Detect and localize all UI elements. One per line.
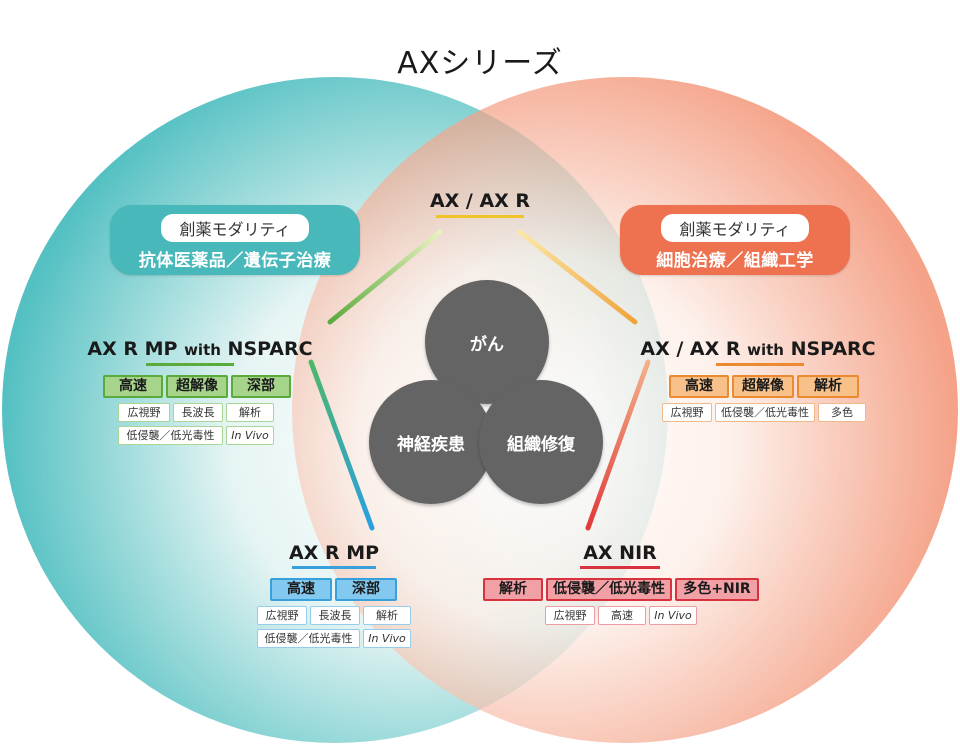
disease-neuro: 神経疾患 [369, 380, 493, 504]
tag-big: 深部 [335, 578, 397, 601]
node-bottom-left-label: AX R MP [288, 542, 380, 564]
node-bottom-right-label: AX NIR [583, 542, 657, 564]
node-right-label-end: NSPARC [783, 338, 876, 360]
tag-small: In Vivo [226, 426, 274, 445]
node-bottom-left-underline [292, 566, 376, 569]
disease-tissue-repair: 組織修復 [479, 380, 603, 504]
modality-right-sub: 細胞治療／組織工学 [656, 251, 814, 271]
tag-big: 解析 [797, 375, 859, 398]
tag-small: 高速 [598, 606, 646, 625]
pentagon-edges [308, 229, 651, 553]
tag-small: In Vivo [649, 606, 697, 625]
node-right-label: AX / AX R with NSPARC [640, 338, 875, 360]
tag-big: 高速 [669, 375, 729, 398]
node-right-label-with: with [747, 341, 784, 359]
tag-big: 低侵襲／低光毒性 [546, 578, 672, 601]
edge-top-right [517, 229, 638, 325]
modality-right-pill: 創薬モダリティ 細胞治療／組織工学 [620, 205, 850, 275]
tag-small: 長波長 [173, 403, 223, 422]
tag-big: 超解像 [166, 375, 228, 398]
modality-left-sub: 抗体医薬品／遺伝子治療 [138, 251, 332, 271]
node-top-underline [436, 215, 524, 218]
page-title: AXシリーズ [397, 46, 563, 81]
tag-small: 多色 [818, 403, 866, 422]
node-right-label-main: AX / AX R [640, 338, 748, 360]
tag-small: 低侵襲／低光毒性 [118, 426, 223, 445]
tag-small: 広視野 [118, 403, 170, 422]
node-top-label: AX / AX R [429, 190, 531, 212]
tag-small: 広視野 [662, 403, 712, 422]
tag-big: 超解像 [732, 375, 794, 398]
tag-big: 深部 [231, 375, 291, 398]
tag-big: 解析 [483, 578, 543, 601]
tag-small: 低侵襲／低光毒性 [257, 629, 360, 648]
node-left-label-main: AX R MP [87, 338, 185, 360]
node-left-label: AX R MP with NSPARC [87, 338, 312, 360]
tag-big: 高速 [270, 578, 332, 601]
tag-small: 広視野 [257, 606, 307, 625]
edge-left [308, 359, 375, 531]
node-left-label-end: NSPARC [220, 338, 313, 360]
tag-small: 解析 [226, 403, 274, 422]
node-right-underline [716, 363, 804, 366]
tag-small: In Vivo [363, 629, 411, 648]
tag-small: 広視野 [545, 606, 595, 625]
modality-left-pill: 創薬モダリティ 抗体医薬品／遺伝子治療 [110, 205, 360, 275]
modality-right-head: 創薬モダリティ [661, 214, 809, 242]
tag-big: 多色+NIR [675, 578, 759, 601]
edge-right [585, 359, 651, 531]
modality-left-head: 創薬モダリティ [161, 214, 309, 242]
node-bottom-right-underline [580, 566, 660, 569]
tag-small: 解析 [363, 606, 411, 625]
tag-small: 長波長 [310, 606, 360, 625]
node-left-label-with: with [184, 341, 221, 359]
node-left-underline [146, 363, 234, 366]
edge-top-left [327, 229, 443, 325]
tag-small: 低侵襲／低光毒性 [715, 403, 815, 422]
tag-big: 高速 [103, 375, 163, 398]
